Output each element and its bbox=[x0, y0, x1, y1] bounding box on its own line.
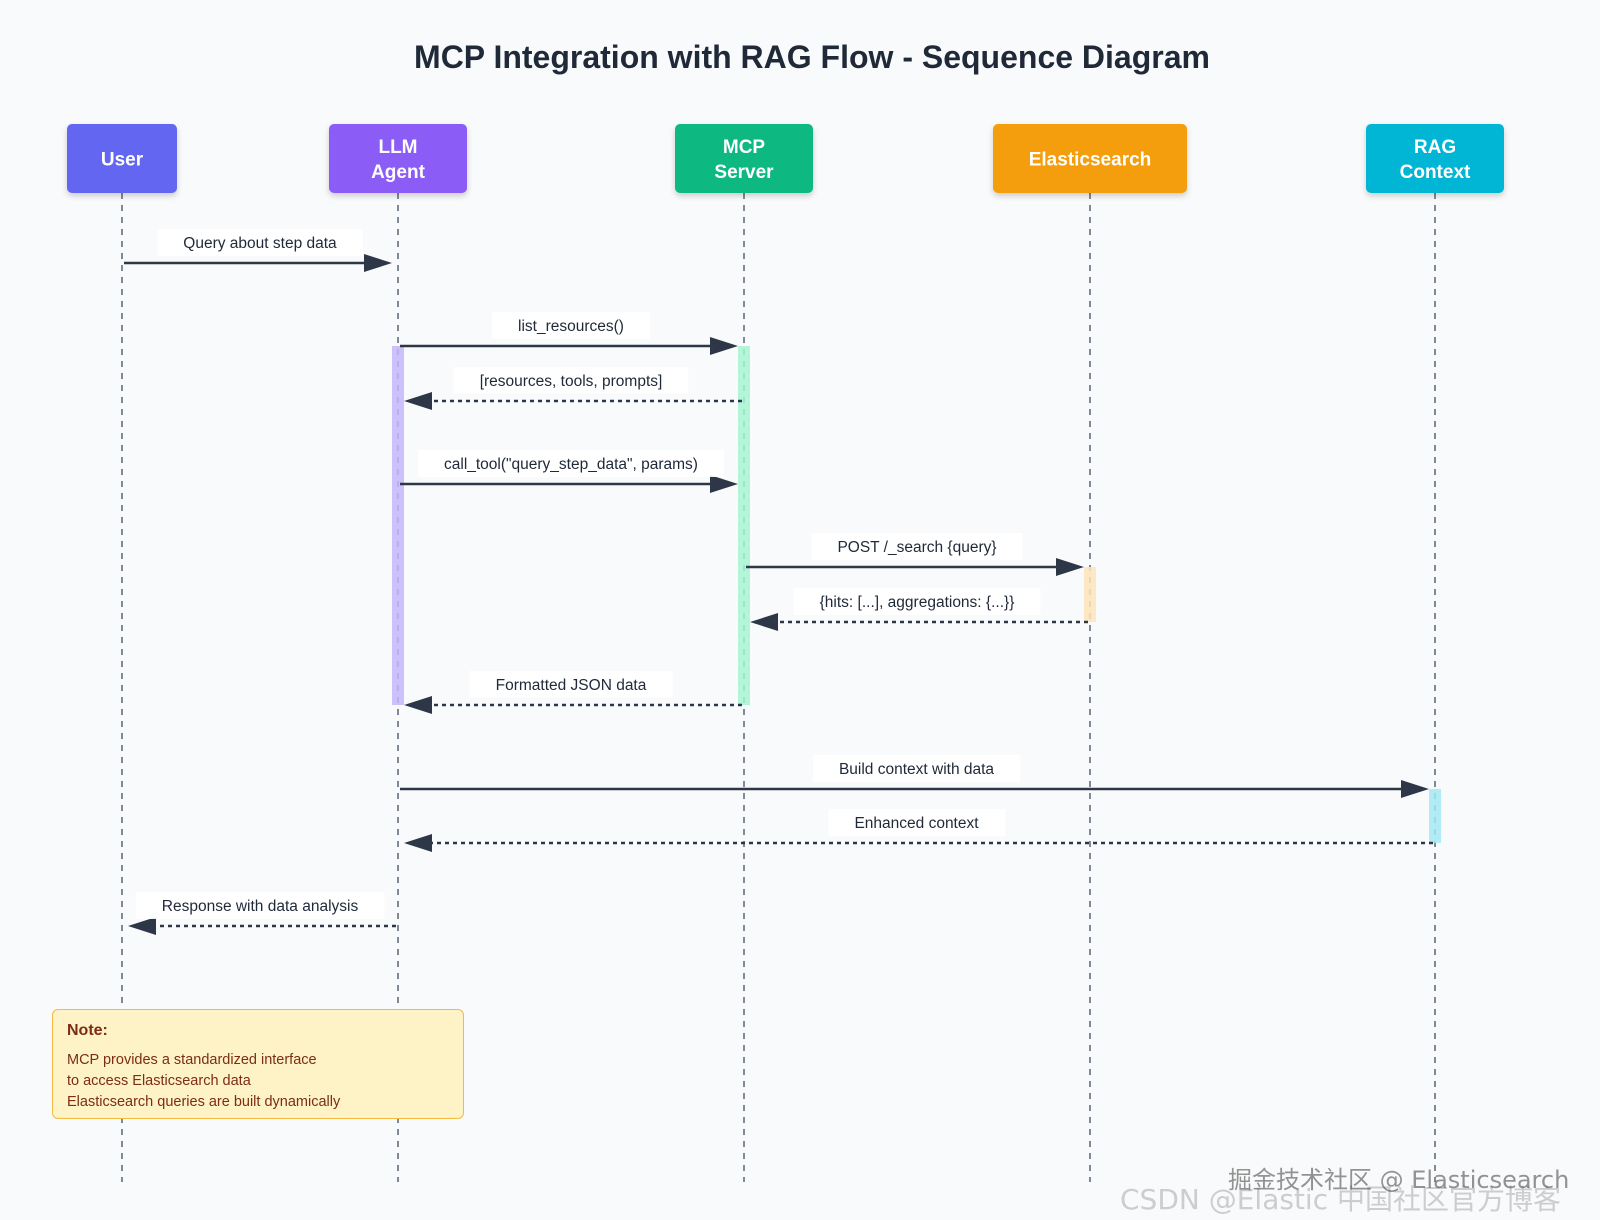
note-line: MCP provides a standardized interface bbox=[67, 1052, 317, 1068]
watermark-juejin: 掘金技术社区 @ Elasticsearch bbox=[1228, 1166, 1570, 1194]
message-label-bg bbox=[157, 229, 364, 256]
activation-es bbox=[1084, 567, 1096, 622]
participant-label: Agent bbox=[371, 162, 426, 183]
participant-label: LLM bbox=[378, 137, 417, 158]
participant-box bbox=[1366, 124, 1504, 193]
message-label-bg bbox=[453, 367, 689, 394]
message-7: Formatted JSON data bbox=[404, 671, 742, 714]
participant-label: Elasticsearch bbox=[1029, 150, 1152, 171]
message-label: Build context with data bbox=[839, 761, 994, 778]
watermark-csdn: CSDN @Elastic 中国社区官方博客 bbox=[1120, 1183, 1562, 1216]
message-arrowhead bbox=[710, 475, 738, 493]
message-1: Query about step data bbox=[124, 229, 392, 272]
message-label-bg bbox=[812, 755, 1021, 782]
message-9: Enhanced context bbox=[404, 809, 1433, 852]
message-label-bg bbox=[492, 312, 650, 339]
message-label-bg bbox=[469, 671, 673, 698]
message-label-bg bbox=[793, 588, 1041, 615]
message-arrowhead bbox=[1056, 558, 1084, 576]
message-6: {hits: [...], aggregations: {...}} bbox=[750, 588, 1088, 631]
participant-llm: LLM Agent bbox=[329, 124, 467, 193]
message-label: Formatted JSON data bbox=[496, 677, 647, 694]
activation-llm bbox=[392, 346, 404, 705]
message-2: list_resources() bbox=[400, 312, 738, 355]
message-label: Query about step data bbox=[183, 235, 337, 252]
participant-box bbox=[993, 124, 1187, 193]
participant-box bbox=[329, 124, 467, 193]
participant-box bbox=[675, 124, 813, 193]
note-line: Elasticsearch queries are built dynamica… bbox=[67, 1094, 341, 1110]
message-arrowhead bbox=[128, 917, 156, 935]
participant-box bbox=[67, 124, 177, 193]
message-label-bg bbox=[418, 450, 724, 477]
message-4: call_tool("query_step_data", params) bbox=[400, 450, 738, 493]
note-title: Note: bbox=[67, 1022, 108, 1039]
message-label-bg bbox=[135, 892, 385, 919]
participant-label: User bbox=[101, 150, 144, 171]
message-arrowhead bbox=[404, 834, 432, 852]
activation-rag bbox=[1429, 789, 1441, 843]
message-10: Response with data analysis bbox=[128, 892, 396, 935]
message-label: Enhanced context bbox=[854, 815, 979, 832]
message-label-bg bbox=[811, 533, 1023, 560]
message-label: Response with data analysis bbox=[162, 898, 359, 915]
message-label-bg bbox=[828, 809, 1006, 836]
message-8: Build context with data bbox=[400, 755, 1429, 798]
participant-label: RAG bbox=[1414, 137, 1456, 158]
participant-label: Context bbox=[1400, 162, 1471, 183]
participant-label: Server bbox=[714, 162, 774, 183]
message-arrowhead bbox=[750, 613, 778, 631]
participant-user: User bbox=[67, 124, 177, 193]
participant-mcp: MCP Server bbox=[675, 124, 813, 193]
note-line: to access Elasticsearch data bbox=[67, 1073, 251, 1089]
message-label: [resources, tools, prompts] bbox=[480, 373, 663, 390]
note-box: Note: MCP provides a standardized interf… bbox=[52, 1009, 464, 1119]
message-5: POST /_search {query} bbox=[746, 533, 1084, 576]
participant-es: Elasticsearch bbox=[993, 124, 1187, 193]
message-label: {hits: [...], aggregations: {...}} bbox=[820, 594, 1015, 611]
message-label: call_tool("query_step_data", params) bbox=[444, 456, 698, 473]
activation-mcp bbox=[738, 346, 750, 705]
message-label: list_resources() bbox=[518, 318, 624, 335]
participant-label: MCP bbox=[723, 137, 766, 158]
participant-rag: RAG Context bbox=[1366, 124, 1504, 193]
diagram-title: MCP Integration with RAG Flow - Sequence… bbox=[414, 39, 1210, 75]
message-arrowhead bbox=[1401, 780, 1429, 798]
message-arrowhead bbox=[404, 696, 432, 714]
message-label: POST /_search {query} bbox=[837, 539, 996, 556]
message-arrowhead bbox=[710, 337, 738, 355]
message-arrowhead bbox=[364, 254, 392, 272]
message-arrowhead bbox=[404, 392, 432, 410]
message-3: [resources, tools, prompts] bbox=[404, 367, 742, 410]
